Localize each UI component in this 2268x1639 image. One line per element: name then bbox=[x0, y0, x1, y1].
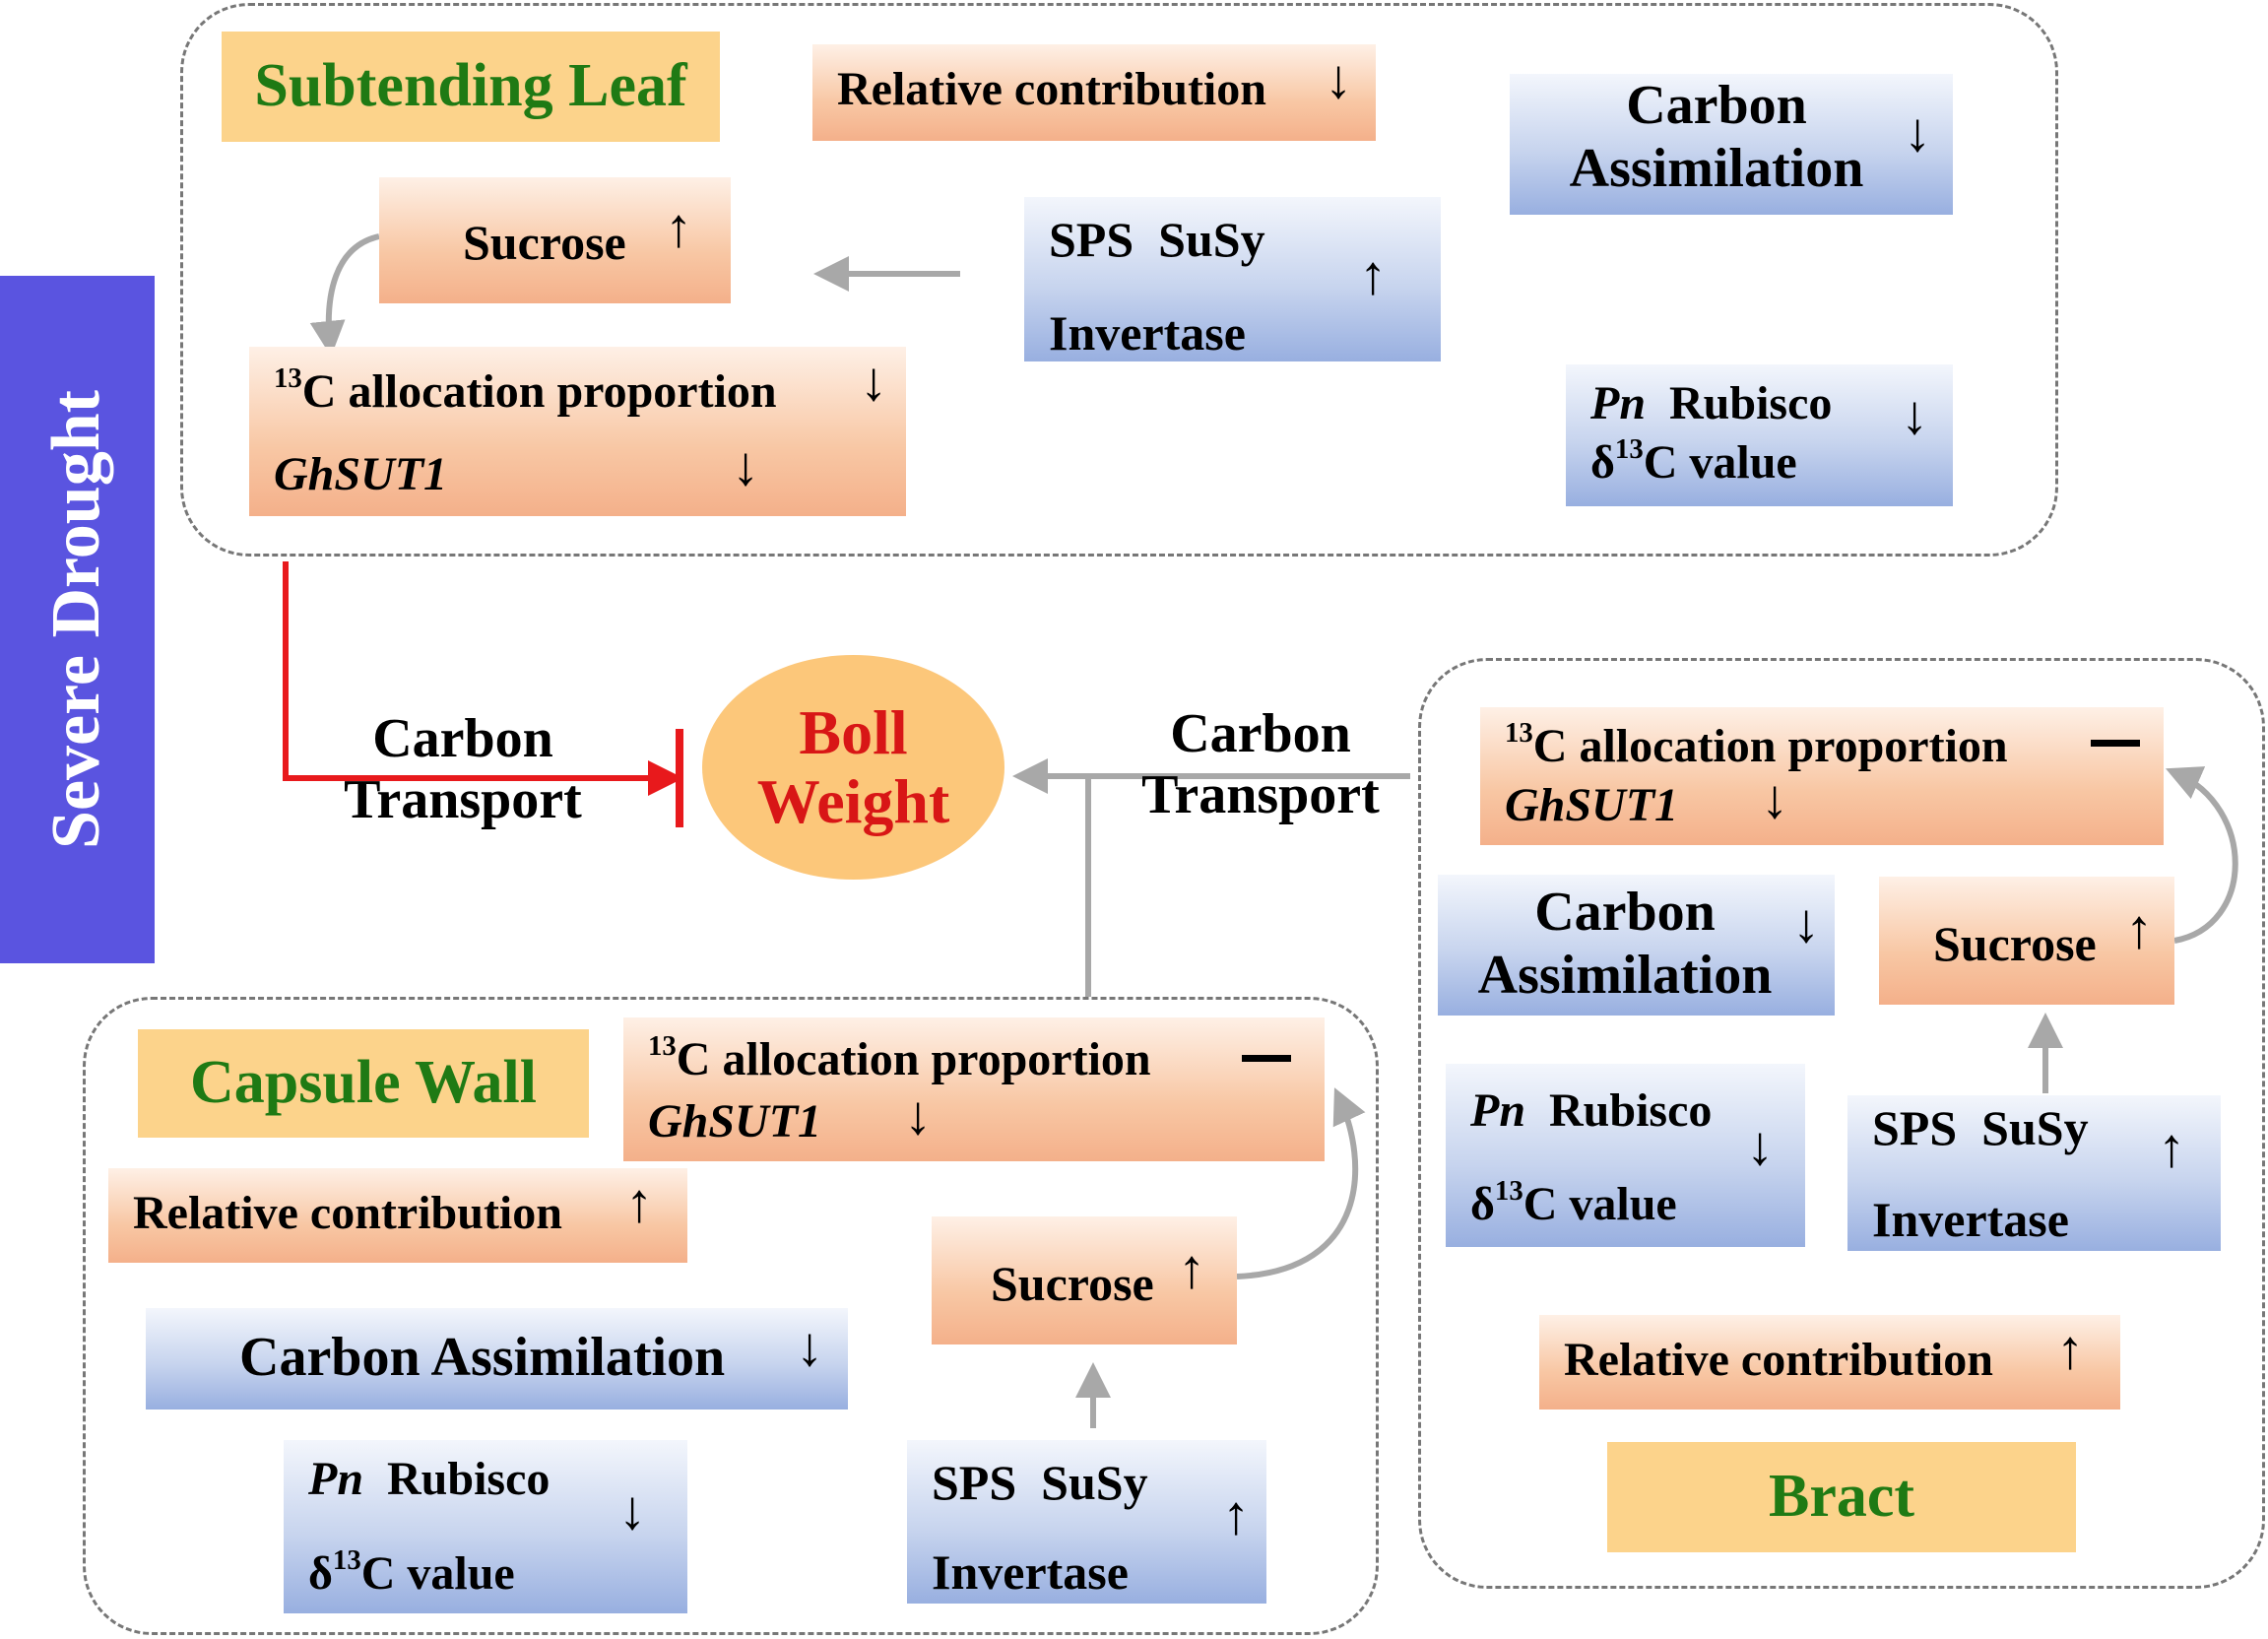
bract-relative-contribution-text: Relative contribution bbox=[1564, 1334, 1993, 1386]
capsule-allocation-text: 13C allocation proportion bbox=[648, 1029, 1151, 1085]
subtending-leaf-title: Subtending Leaf bbox=[222, 32, 720, 142]
bract-carbon-assimilation-box: Carbon Assimilation ↓ bbox=[1438, 875, 1835, 1016]
leaf-carbon-assimilation-box: Carbon Assimilation ↓ bbox=[1510, 74, 1953, 215]
boll-weight-line1: Boll bbox=[799, 696, 908, 767]
leaf-pn-down: ↓ bbox=[1901, 385, 1928, 446]
leaf-allocation-down: ↓ bbox=[860, 352, 887, 413]
bract-relative-contribution-up: ↑ bbox=[2056, 1320, 2084, 1381]
bract-allocation-box: 13C allocation proportion GhSUT1 ↓ bbox=[1480, 707, 2164, 845]
leaf-enzymes-line2: Invertase bbox=[1049, 305, 1246, 361]
leaf-pn-box: Pn Rubisco δ13C value ↓ bbox=[1566, 364, 1953, 506]
capsule-gene-down: ↓ bbox=[904, 1085, 932, 1147]
bract-relative-contribution-box: Relative contribution ↑ bbox=[1539, 1315, 2120, 1410]
boll-weight-node: Boll Weight bbox=[702, 655, 1004, 880]
bract-enzymes-line2: Invertase bbox=[1872, 1192, 2069, 1247]
leaf-enzymes-box: SPS SuSy Invertase ↑ bbox=[1024, 197, 1441, 361]
bract-sucrose-allocation-arrow bbox=[2166, 766, 2238, 944]
capsule-relative-contribution-box: Relative contribution ↑ bbox=[108, 1168, 687, 1263]
capsule-enzymes-up: ↑ bbox=[1222, 1485, 1250, 1546]
capsule-relative-contribution-up: ↑ bbox=[625, 1173, 653, 1234]
capsule-gene-text: GhSUT1 bbox=[648, 1095, 822, 1147]
capsule-enzymes-line2: Invertase bbox=[932, 1544, 1129, 1600]
leaf-inhibition-line bbox=[283, 561, 683, 796]
bract-delta-line: δ13C value bbox=[1470, 1174, 1677, 1230]
severe-drought-bar bbox=[0, 276, 155, 963]
bract-pn-down: ↓ bbox=[1746, 1116, 1774, 1177]
capsule-wall-region bbox=[83, 997, 1379, 1635]
capsule-sucrose-box: Sucrose ↑ bbox=[932, 1216, 1237, 1344]
leaf-relative-contribution-text: Relative contribution bbox=[837, 63, 1266, 115]
leaf-sucrose-up: ↑ bbox=[665, 198, 692, 259]
capsule-relative-contribution-text: Relative contribution bbox=[133, 1187, 562, 1239]
bract-carbon-assimilation-text: Carbon Assimilation bbox=[1477, 882, 1773, 1007]
boll-weight-line2: Weight bbox=[756, 766, 950, 836]
capsule-wall-title: Capsule Wall bbox=[138, 1029, 589, 1138]
capsule-carbon-assimilation-down: ↓ bbox=[796, 1317, 823, 1378]
bract-enzymes-line1: SPS SuSy bbox=[1872, 1100, 2089, 1155]
bract-gene-down: ↓ bbox=[1761, 769, 1788, 830]
carbon-transport-left-label: Carbon Transport bbox=[344, 708, 582, 830]
capsule-enzymes-line1: SPS SuSy bbox=[932, 1455, 1148, 1510]
carbon-transport-right-label: Carbon Transport bbox=[1141, 703, 1380, 825]
leaf-sucrose-text: Sucrose bbox=[463, 215, 626, 270]
leaf-gene-down: ↓ bbox=[732, 436, 759, 497]
capsule-enzymes-box: SPS SuSy Invertase ↑ bbox=[907, 1440, 1266, 1604]
bract-allocation-text: 13C allocation proportion bbox=[1505, 716, 2008, 772]
leaf-enzymes-line1: SPS SuSy bbox=[1049, 212, 1265, 267]
leaf-carbon-assimilation-down: ↓ bbox=[1904, 102, 1931, 164]
subtending-leaf-region bbox=[180, 3, 2058, 557]
bract-title: Bract bbox=[1607, 1442, 2076, 1552]
bract-enzymes-up: ↑ bbox=[2158, 1118, 2185, 1179]
leaf-allocation-text: 13C allocation proportion bbox=[274, 361, 777, 418]
leaf-delta-line: δ13C value bbox=[1590, 432, 1797, 489]
capsule-sucrose-up: ↑ bbox=[1178, 1239, 1205, 1300]
bract-pn-line: Pn Rubisco bbox=[1470, 1084, 1713, 1137]
capsule-pn-down: ↓ bbox=[618, 1480, 646, 1541]
capsule-sucrose-allocation-arrow bbox=[1236, 1087, 1366, 1279]
bract-sucrose-box: Sucrose ↑ bbox=[1879, 877, 2174, 1005]
leaf-pn-line: Pn Rubisco bbox=[1590, 377, 1833, 429]
bract-sucrose-up: ↑ bbox=[2125, 899, 2153, 960]
leaf-enzymes-up: ↑ bbox=[1359, 245, 1387, 306]
bract-enzymes-box: SPS SuSy Invertase ↑ bbox=[1847, 1095, 2221, 1251]
bract-pn-box: Pn Rubisco δ13C value ↓ bbox=[1446, 1064, 1805, 1247]
bract-region bbox=[1418, 658, 2265, 1589]
capsule-carbon-assimilation-text: Carbon Assimilation bbox=[239, 1327, 726, 1388]
leaf-relative-contribution-box: Relative contribution ↓ bbox=[812, 44, 1376, 141]
bract-carbon-assimilation-down: ↓ bbox=[1792, 893, 1820, 954]
capsule-allocation-box: 13C allocation proportion GhSUT1 ↓ bbox=[623, 1017, 1325, 1161]
capsule-delta-line: δ13C value bbox=[308, 1543, 515, 1600]
leaf-carbon-assimilation-text: Carbon Assimilation bbox=[1569, 75, 1864, 200]
capsule-pn-line: Pn Rubisco bbox=[308, 1453, 551, 1505]
bract-allocation-dash bbox=[2091, 740, 2140, 747]
capsule-pn-box: Pn Rubisco δ13C value ↓ bbox=[284, 1440, 687, 1613]
leaf-sucrose-allocation-arrow bbox=[309, 233, 380, 357]
capsule-allocation-dash bbox=[1242, 1055, 1291, 1062]
leaf-allocation-box: 13C allocation proportion ↓ GhSUT1 ↓ bbox=[249, 347, 906, 516]
capsule-carbon-assimilation-box: Carbon Assimilation ↓ bbox=[146, 1308, 848, 1410]
leaf-sucrose-box: Sucrose ↑ bbox=[379, 177, 731, 303]
capsule-sucrose-text: Sucrose bbox=[991, 1256, 1154, 1311]
leaf-gene-text: GhSUT1 bbox=[274, 448, 448, 500]
leaf-relative-contribution-down: ↓ bbox=[1325, 49, 1352, 110]
bract-gene-text: GhSUT1 bbox=[1505, 779, 1679, 831]
bract-sucrose-text: Sucrose bbox=[1933, 916, 2097, 971]
